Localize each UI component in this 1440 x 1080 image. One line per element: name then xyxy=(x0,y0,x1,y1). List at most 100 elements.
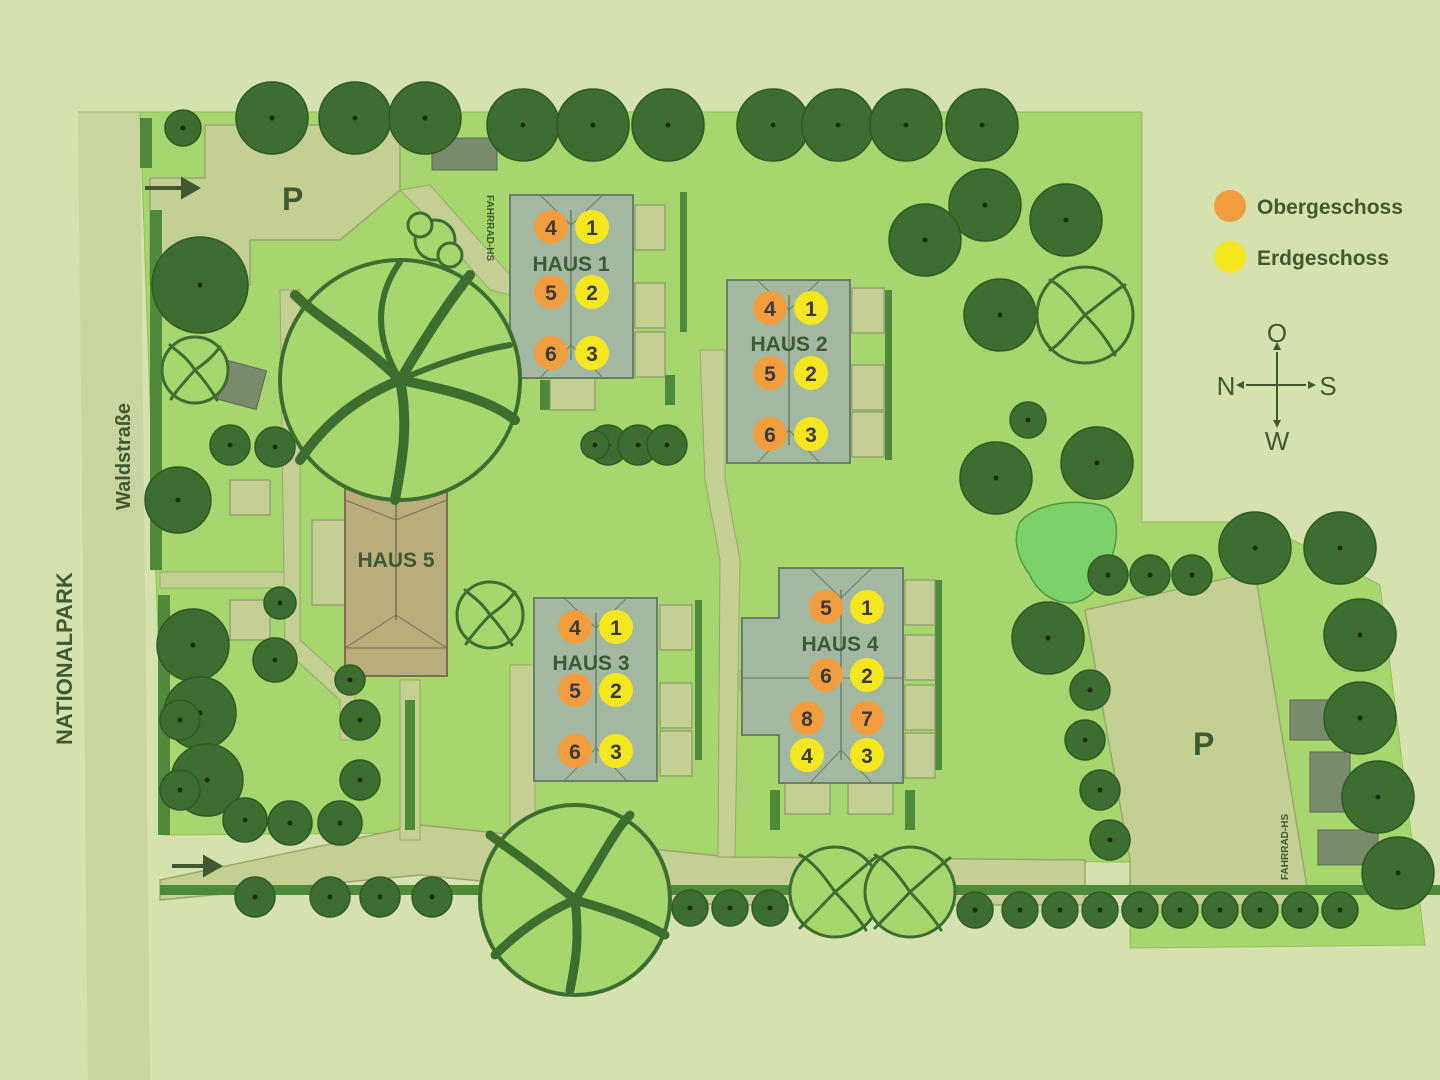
unit-number: 2 xyxy=(805,363,817,386)
upper-floor-unit-marker[interactable] xyxy=(534,275,568,309)
upper-floor-unit-marker[interactable] xyxy=(809,590,843,624)
upper-floor-unit-marker[interactable] xyxy=(753,356,787,390)
unit-number: 4 xyxy=(764,298,776,321)
parking-label-top: P xyxy=(282,181,303,217)
tree-trunk-dot xyxy=(1097,787,1103,793)
upper-floor-unit-marker[interactable] xyxy=(753,417,787,451)
tree-trunk-dot xyxy=(272,657,278,663)
unit-number: 2 xyxy=(861,665,873,688)
tree-trunk-dot xyxy=(972,907,978,913)
unit-number: 4 xyxy=(801,745,813,768)
tree-trunk-dot xyxy=(687,905,693,911)
tree-trunk-dot xyxy=(347,677,353,683)
tree-trunk-dot xyxy=(429,894,435,900)
unit-number: 5 xyxy=(764,363,776,386)
tree-trunk-dot xyxy=(1094,460,1100,466)
unit-number: 1 xyxy=(586,217,598,240)
unit-number: 5 xyxy=(820,597,832,620)
ground-floor-unit-marker[interactable] xyxy=(794,291,828,325)
tree-trunk-dot xyxy=(664,442,670,448)
ground-floor-unit-marker[interactable] xyxy=(790,738,824,772)
tree-trunk-dot xyxy=(1087,687,1093,693)
legend-ground-marker xyxy=(1214,241,1246,273)
upper-floor-unit-marker[interactable] xyxy=(790,701,824,735)
large-deciduous-tree xyxy=(278,258,522,505)
ground-floor-unit-marker[interactable] xyxy=(850,590,884,624)
ground-floor-unit-marker[interactable] xyxy=(575,275,609,309)
unit-number: 8 xyxy=(801,708,813,731)
ground-floor-unit-marker[interactable] xyxy=(850,658,884,692)
ground-floor-unit-marker[interactable] xyxy=(599,610,633,644)
tree-trunk-dot xyxy=(272,444,278,450)
haus-1[interactable] xyxy=(509,194,634,379)
ground-floor-unit-marker[interactable] xyxy=(794,356,828,390)
upper-floor-unit-marker[interactable] xyxy=(558,673,592,707)
tree-trunk-dot xyxy=(352,115,358,121)
haus-2[interactable] xyxy=(726,279,851,464)
unit-number: 5 xyxy=(569,680,581,703)
upper-floor-unit-marker[interactable] xyxy=(753,291,787,325)
tree-trunk-dot xyxy=(592,442,598,448)
entry-arrow-top xyxy=(145,176,202,200)
ground-floor-unit-marker[interactable] xyxy=(599,734,633,768)
tree-trunk-dot xyxy=(922,237,928,243)
large-tree-south xyxy=(478,803,672,997)
tree-trunk-dot xyxy=(635,442,641,448)
upper-floor-unit-marker[interactable] xyxy=(809,658,843,692)
unit-number: 1 xyxy=(805,298,817,321)
tree-trunk-dot xyxy=(277,600,283,606)
tree-trunk-dot xyxy=(1057,907,1063,913)
trees xyxy=(144,81,1435,929)
tree-trunk-dot xyxy=(252,894,258,900)
tree-trunk-dot xyxy=(1063,217,1069,223)
haus-3[interactable] xyxy=(533,597,658,782)
tree-trunk-dot xyxy=(287,820,293,826)
entry-arrow-bottom xyxy=(172,854,224,878)
tree-trunk-dot xyxy=(770,122,776,128)
haus-4-label: HAUS 4 xyxy=(801,633,878,656)
tree-trunk-dot xyxy=(357,717,363,723)
tree-trunk-dot xyxy=(197,282,203,288)
compass-south: S xyxy=(1319,371,1336,401)
haus-2-label: HAUS 2 xyxy=(750,333,827,356)
tree-trunk-dot xyxy=(177,717,183,723)
unit-number: 2 xyxy=(610,680,622,703)
tree-trunk-dot xyxy=(1177,907,1183,913)
tree-trunk-dot xyxy=(1147,572,1153,578)
haus-3-label: HAUS 3 xyxy=(552,652,629,675)
unit-number: 6 xyxy=(764,424,776,447)
tree-trunk-dot xyxy=(727,905,733,911)
unit-number: 2 xyxy=(586,282,598,305)
tree-trunk-dot xyxy=(190,642,196,648)
legend: Obergeschoss Erdgeschoss xyxy=(1214,190,1403,273)
ground-floor-unit-marker[interactable] xyxy=(850,738,884,772)
haus-5-label: HAUS 5 xyxy=(357,549,434,572)
upper-floor-unit-marker[interactable] xyxy=(850,701,884,735)
tree-trunk-dot xyxy=(1297,907,1303,913)
unit-number: 6 xyxy=(545,343,557,366)
ground-floor-unit-marker[interactable] xyxy=(575,210,609,244)
unit-number: 3 xyxy=(610,741,622,764)
unit-number: 4 xyxy=(569,617,581,640)
tree-trunk-dot xyxy=(1025,417,1031,423)
compass-north: N xyxy=(1217,371,1236,401)
haus-1-label: HAUS 1 xyxy=(532,253,609,276)
legend-upper-marker xyxy=(1214,190,1246,222)
ground-floor-unit-marker[interactable] xyxy=(794,417,828,451)
tree-trunk-dot xyxy=(175,497,181,503)
tree-trunk-dot xyxy=(1395,870,1401,876)
ground-floor-unit-marker[interactable] xyxy=(575,336,609,370)
upper-floor-unit-marker[interactable] xyxy=(534,336,568,370)
unit-number: 4 xyxy=(545,217,557,240)
sheds xyxy=(216,137,1379,866)
upper-floor-unit-marker[interactable] xyxy=(558,610,592,644)
tree-trunk-dot xyxy=(1337,545,1343,551)
tree-trunk-dot xyxy=(1337,907,1343,913)
tree-trunk-dot xyxy=(1189,572,1195,578)
tree-trunk-dot xyxy=(520,122,526,128)
upper-floor-unit-marker[interactable] xyxy=(558,734,592,768)
upper-floor-unit-marker[interactable] xyxy=(534,210,568,244)
ground-floor-unit-marker[interactable] xyxy=(599,673,633,707)
tree-trunk-dot xyxy=(357,777,363,783)
